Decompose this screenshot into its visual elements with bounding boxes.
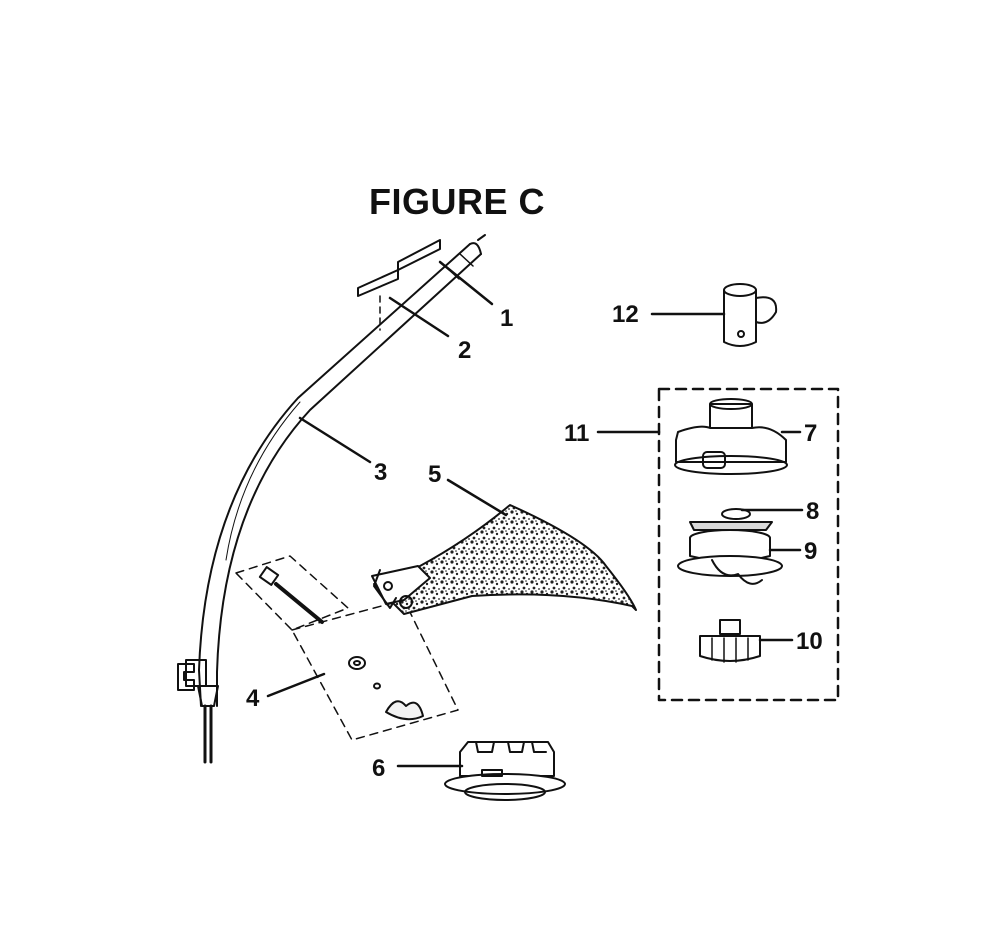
spool-housing [444, 741, 566, 801]
spool-cover [674, 398, 788, 475]
callout-7: 7 [804, 420, 817, 447]
cap [723, 283, 778, 347]
figure-title: FIGURE C [369, 181, 546, 222]
decal-2 [357, 269, 399, 297]
leader-lines [266, 260, 804, 768]
spring [689, 508, 773, 531]
callout-11: 11 [564, 420, 589, 447]
curved-shaft [177, 234, 486, 764]
callout-5: 5 [428, 461, 441, 488]
callout-4: 4 [246, 685, 260, 712]
callout-3: 3 [374, 459, 387, 486]
callout-2: 2 [458, 337, 471, 364]
callout-1: 1 [500, 305, 513, 332]
callout-10: 10 [796, 628, 823, 655]
callout-9: 9 [804, 538, 817, 565]
spool-assembly [657, 387, 840, 702]
callout-6: 6 [372, 755, 385, 782]
guard [371, 504, 637, 615]
callout-12: 12 [612, 301, 639, 328]
spool [677, 529, 783, 585]
decal-1 [397, 239, 441, 271]
callout-8: 8 [806, 498, 819, 525]
hardware-kit [235, 555, 459, 741]
bump-knob [699, 619, 761, 663]
